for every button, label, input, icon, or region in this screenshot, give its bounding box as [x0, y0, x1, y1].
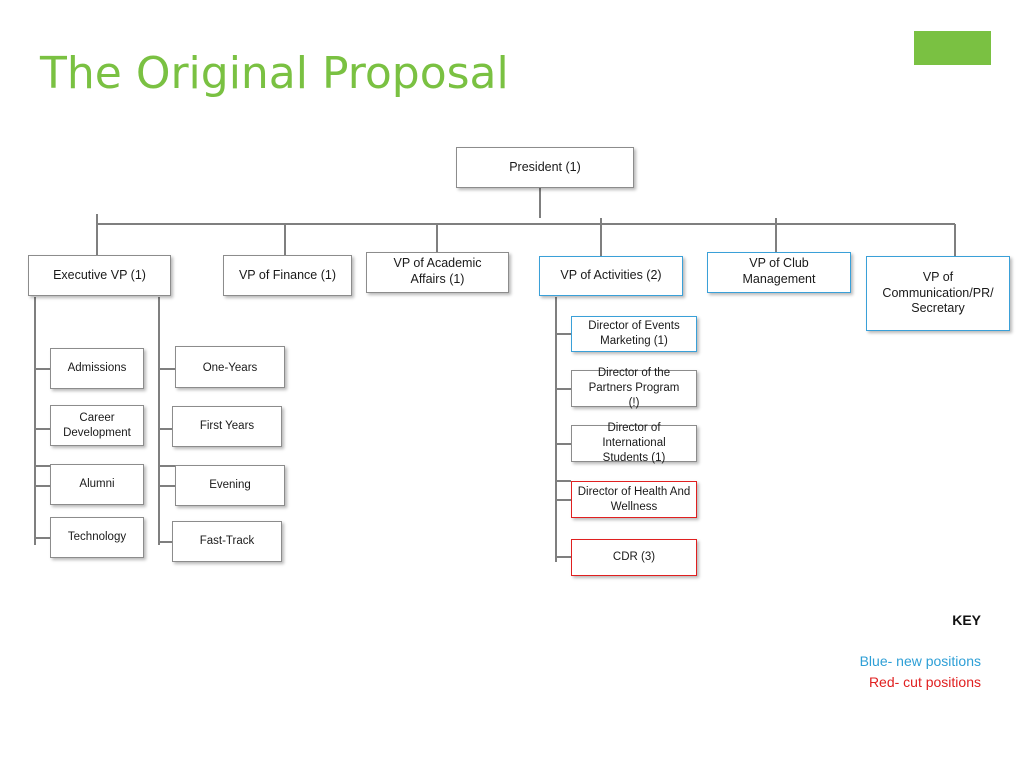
box-fast-track: Fast-Track [172, 521, 282, 562]
box-vp-communication: VP of Communication/PR/ Secretary [866, 256, 1010, 331]
box-director-health-wellness: Director of Health And Wellness [571, 481, 697, 518]
box-first-years: First Years [172, 406, 282, 447]
box-evening: Evening [175, 465, 285, 506]
box-admissions: Admissions [50, 348, 144, 389]
key-red-entry: Red- cut positions [868, 674, 981, 690]
box-vp-academic-affairs: VP of Academic Affairs (1) [366, 252, 509, 293]
box-director-international-students: Director of International Students (1) [571, 422, 697, 464]
box-director-events-marketing: Director of Events Marketing (1) [571, 316, 697, 352]
box-alumni: Alumni [50, 464, 144, 505]
box-vp-activities: VP of Activities (2) [539, 256, 683, 296]
box-director-partners-program: Director of the Partners Program (!) [571, 367, 697, 409]
box-president: President (1) [456, 147, 634, 188]
key-title: KEY [952, 612, 981, 628]
box-executive-vp: Executive VP (1) [28, 255, 171, 296]
key-blue-entry: Blue- new positions [859, 653, 981, 669]
slide-title: The Original Proposal [40, 48, 509, 99]
box-vp-finance: VP of Finance (1) [223, 255, 352, 296]
box-career-development: Career Development [50, 405, 144, 446]
box-one-years: One-Years [175, 346, 285, 388]
box-technology: Technology [50, 517, 144, 558]
box-vp-club-management: VP of Club Management [707, 252, 851, 293]
box-cdr: CDR (3) [571, 539, 697, 576]
accent-bar [914, 31, 991, 65]
